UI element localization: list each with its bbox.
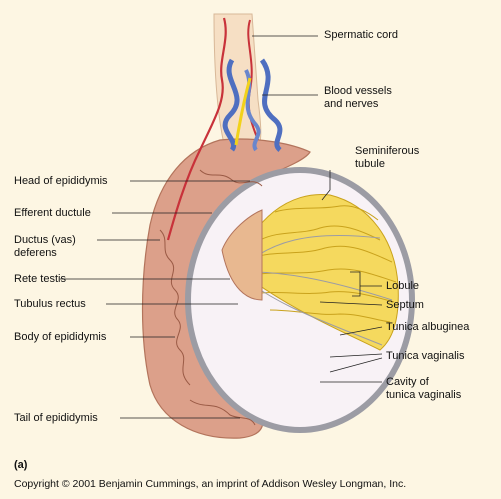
label-tubulus-rectus: Tubulus rectus xyxy=(14,298,86,310)
label-blood-vessels: Blood vessels and nerves xyxy=(324,85,392,110)
vein-vessel-2 xyxy=(259,58,283,152)
leader-septum xyxy=(319,301,383,306)
label-tunica-albuginea: Tunica albuginea xyxy=(386,321,470,333)
lobule-tubules xyxy=(247,205,397,323)
part-label: (a) xyxy=(14,459,28,471)
artery-vessel xyxy=(166,17,227,241)
label-ductus-deferens: Ductus (vas) deferens xyxy=(14,234,76,259)
label-efferent-ductule: Efferent ductule xyxy=(14,207,91,219)
label-septum: Septum xyxy=(386,299,424,311)
lobule-region xyxy=(237,193,399,351)
leader-lines xyxy=(60,35,383,419)
label-rete-testis: Rete testis xyxy=(14,273,66,285)
label-seminiferous-tubule: Seminiferous tubule xyxy=(355,145,420,170)
label-cavity-tunica-vaginalis: Cavity of tunica vaginalis xyxy=(386,376,462,401)
leader-albuginea xyxy=(339,326,383,336)
label-tail-epididymis: Tail of epididymis xyxy=(14,412,98,424)
leader-vaginalis-2 xyxy=(329,357,383,373)
vein-vessel xyxy=(222,58,240,152)
copyright-notice: Copyright © 2001 Benjamin Cummings, an i… xyxy=(14,478,407,490)
label-lobule: Lobule xyxy=(386,280,420,292)
label-spermatic-cord: Spermatic cord xyxy=(324,29,398,41)
epididymis-tubules xyxy=(159,169,263,426)
rete-testis-shape xyxy=(221,209,263,301)
label-body-epididymis: Body of epididymis xyxy=(14,331,107,343)
nerve xyxy=(234,77,252,146)
label-head-epididymis: Head of epididymis xyxy=(14,175,108,187)
leader-lobule xyxy=(350,271,361,297)
label-tunica-vaginalis: Tunica vaginalis xyxy=(386,350,465,362)
leader-seminiferous xyxy=(321,170,331,201)
leader-vaginalis-1 xyxy=(329,353,383,358)
